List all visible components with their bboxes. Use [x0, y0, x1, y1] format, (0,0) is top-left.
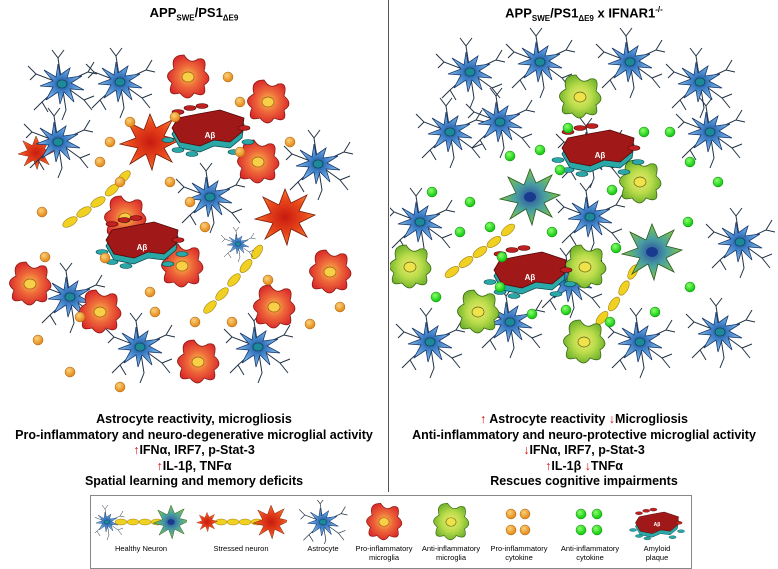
- legend-item-astrocyte: Astrocyte: [295, 500, 351, 553]
- right-caption-line1: ↑ Astrocyte reactivity ↓Microgliosis: [480, 412, 688, 426]
- right-caption: ↑ Astrocyte reactivity ↓Microgliosis Ant…: [390, 412, 778, 490]
- left-scene-illustration: Aβ Aβ: [9, 47, 354, 393]
- legend-item-amyloid-plaque: Aβ Amyloid plaque: [627, 500, 687, 562]
- right-caption-line2: Anti-inflammatory and neuro-protective m…: [412, 427, 756, 442]
- legend-item-healthy-neuron: Healthy Neuron: [95, 500, 187, 553]
- up-arrow-icon: ↑: [545, 458, 552, 473]
- left-caption-line3: ↑IFNα, IRF7, p-Stat-3: [133, 443, 255, 457]
- left-caption-line4: ↑IL-1β, TNFα: [156, 458, 232, 473]
- legend-label: Stressed neuron: [213, 544, 269, 553]
- plaque-label: Aβ: [205, 131, 216, 140]
- legend-label: Healthy Neuron: [114, 544, 168, 553]
- plaque-label: Aβ: [137, 243, 148, 252]
- up-arrow-icon: ↑: [133, 443, 140, 457]
- stressed-neuron: [254, 188, 316, 246]
- right-caption-line3: ↓IFNα, IRF7, p-Stat-3: [523, 443, 645, 457]
- right-panel-title: APPSWE/PS1ΔE9 x IFNAR1-/-: [505, 5, 663, 23]
- up-arrow-icon: ↑: [156, 458, 163, 473]
- plaque-label: Aβ: [525, 273, 536, 282]
- legend: Healthy Neuron Stressed neuron Astrocyte…: [90, 495, 692, 569]
- panel-divider: [388, 0, 389, 492]
- legend-item-pro-cytokine: Pro-inflammatory cytokine: [487, 500, 551, 562]
- left-caption: Astrocyte reactivity, microgliosis Pro-i…: [0, 412, 388, 490]
- left-panel-title: APPSWE/PS1ΔE9: [149, 5, 239, 23]
- legend-label: Astrocyte: [307, 544, 339, 553]
- svg-text:Aβ: Aβ: [654, 522, 661, 528]
- down-arrow-icon: ↓: [608, 412, 616, 426]
- left-caption-line2: Pro-inflammatory and neuro-degenerative …: [15, 427, 373, 442]
- left-caption-line1: Astrocyte reactivity, microgliosis: [96, 412, 292, 426]
- legend-item-pro-microglia: Pro-inflammatory microglia: [353, 500, 415, 562]
- legend-item-stressed-neuron: Stressed neuron: [195, 500, 287, 553]
- right-panel-knockout: APPSWE/PS1ΔE9 x IFNAR1-/-: [390, 0, 778, 495]
- right-caption-line5: Rescues cognitive impairments: [490, 474, 678, 488]
- anti-inflammatory-cytokines: [426, 122, 724, 328]
- healthy-neuron: [499, 168, 561, 226]
- left-caption-line5: Spatial learning and memory deficits: [84, 474, 304, 488]
- down-arrow-icon: ↓: [584, 458, 591, 473]
- up-arrow-icon: ↑: [480, 412, 487, 426]
- right-scene-illustration: Aβ Aβ: [390, 27, 776, 379]
- right-caption-line4: ↑IL-1β ↓TNFα: [545, 458, 623, 473]
- pro-inflammatory-cytokines: [32, 71, 346, 393]
- left-panel-wildtype: APPSWE/PS1ΔE9: [0, 0, 388, 495]
- legend-item-anti-cytokine: Anti-inflammatory cytokine: [557, 500, 623, 562]
- down-arrow-icon: ↓: [523, 443, 530, 457]
- plaque-label: Aβ: [595, 151, 606, 160]
- legend-item-anti-microglia: Anti-inflammatory microglia: [419, 500, 483, 562]
